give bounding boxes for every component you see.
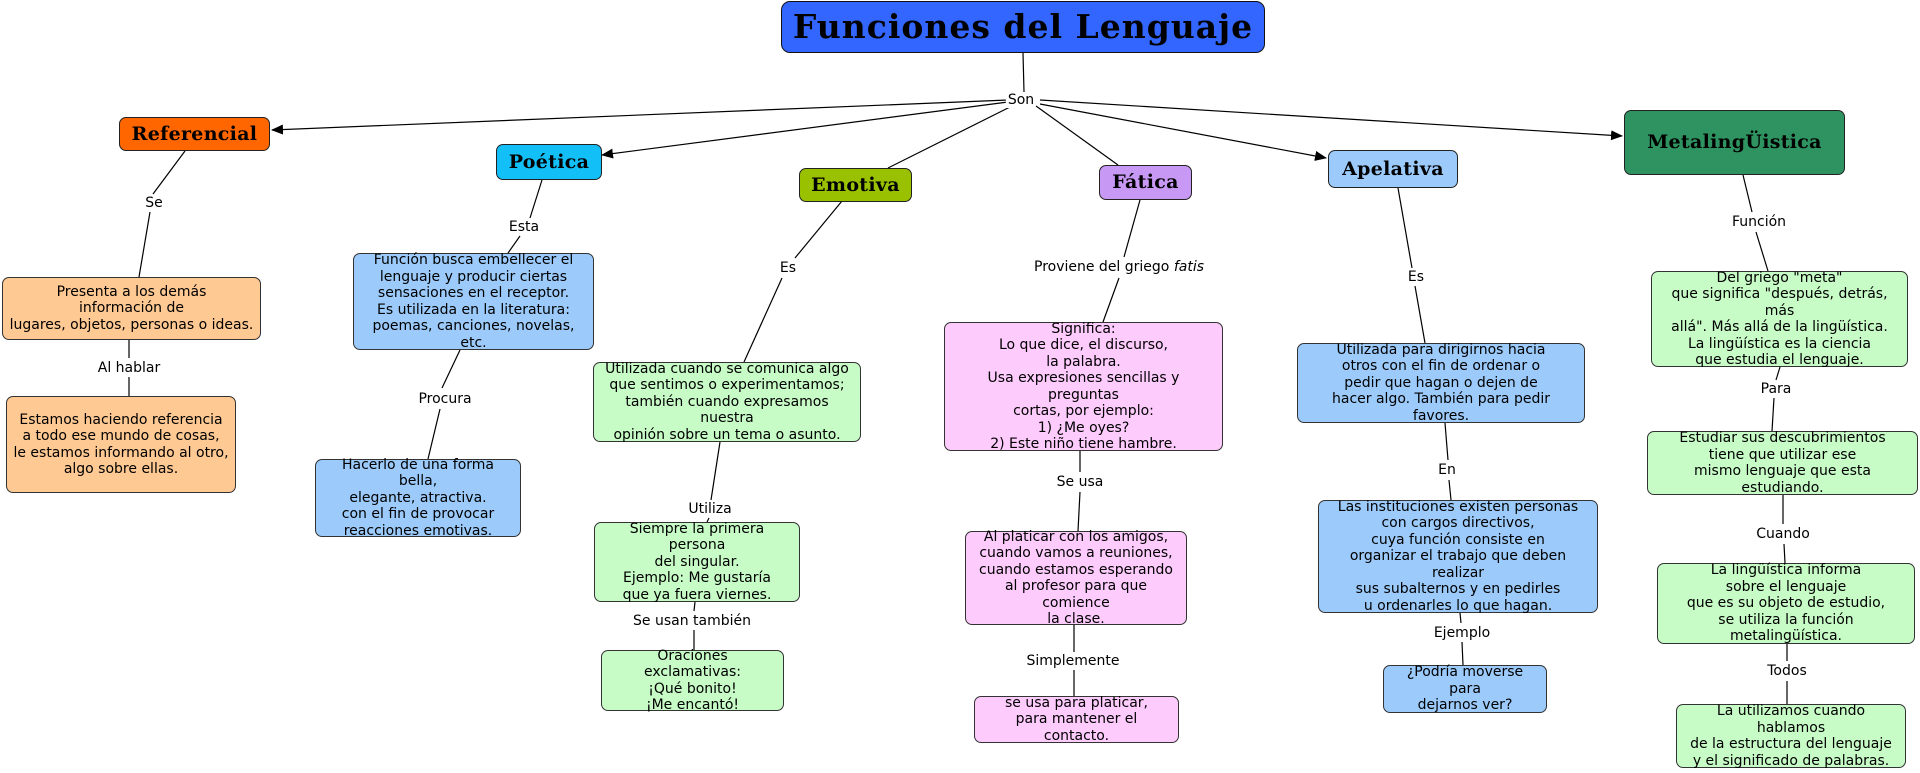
poetica-box-2: Hacerlo de una forma bella, elegante, at… xyxy=(315,457,521,539)
head-metalinguistica: MetalingÜistica xyxy=(1624,110,1845,175)
apelativa-box-3: ¿Podría moverse para dejarnos ver? xyxy=(1383,664,1547,713)
head-poetica: Poética xyxy=(496,144,602,180)
apelativa-link-3: Ejemplo xyxy=(1431,625,1493,641)
referencial-link-1: Se xyxy=(143,195,165,211)
root-link-label: Son xyxy=(1005,92,1037,108)
metalinguistica-link-4: Todos xyxy=(1765,663,1809,679)
metalinguistica-box-1: Del griego "meta" que significa "después… xyxy=(1651,270,1908,368)
metalinguistica-link-3: Cuando xyxy=(1754,526,1812,542)
fatica-box-1: Significa: Lo que dice, el discurso, la … xyxy=(944,321,1223,452)
emotiva-link-3: Se usan también xyxy=(631,613,753,629)
poetica-link-2: Procura xyxy=(416,391,474,407)
metalinguistica-box-2: Estudiar sus descubrimientos tiene que u… xyxy=(1647,430,1918,496)
fatica-box-2: Al platicar con los amigos, cuando vamos… xyxy=(965,529,1187,627)
apelativa-link-2: En xyxy=(1436,462,1458,478)
fatica-link-1-italic: fatis xyxy=(1173,259,1205,275)
referencial-box-2: Estamos haciendo referencia a todo ese m… xyxy=(6,396,236,493)
metalinguistica-box-3: La lingüística informa sobre el lenguaje… xyxy=(1657,562,1915,644)
emotiva-box-1: Utilizada cuando se comunica algo que se… xyxy=(593,361,861,443)
emotiva-link-1: Es xyxy=(777,260,799,276)
fatica-link-2: Se usa xyxy=(1054,474,1106,490)
metalinguistica-link-2: Para xyxy=(1758,381,1794,397)
map-title: Funciones del Lenguaje xyxy=(781,1,1265,53)
apelativa-link-1: Es xyxy=(1405,269,1427,285)
head-referencial: Referencial xyxy=(119,117,270,151)
metalinguistica-box-4: La utilizamos cuando hablamos de la estr… xyxy=(1676,703,1906,769)
apelativa-box-1: Utilizada para dirigirnos hacia otros co… xyxy=(1297,342,1585,424)
referencial-box-1: Presenta a los demás información de luga… xyxy=(2,277,261,340)
emotiva-box-3: Oraciones exclamativas: ¡Qué bonito! ¡Me… xyxy=(601,648,784,713)
fatica-box-3: se usa para platicar, para mantener el c… xyxy=(974,695,1179,744)
apelativa-box-2: Las instituciones existen personas con c… xyxy=(1318,499,1598,614)
head-apelativa: Apelativa xyxy=(1328,150,1458,188)
fatica-link-3: Simplemente xyxy=(1024,653,1122,669)
head-fatica: Fática xyxy=(1099,165,1192,200)
poetica-box-1: Función busca embellecer el lenguaje y p… xyxy=(353,252,594,351)
poetica-link-1: Esta xyxy=(506,219,542,235)
fatica-link-1: Proviene del griego fatis xyxy=(1031,259,1207,275)
referencial-link-2: Al hablar xyxy=(95,360,163,376)
emotiva-link-2: Utiliza xyxy=(686,501,734,517)
fatica-link-1-text: Proviene del griego xyxy=(1033,259,1170,275)
emotiva-box-2: Siempre la primera persona del singular.… xyxy=(594,521,800,603)
metalinguistica-link-1: Función xyxy=(1729,214,1789,230)
head-emotiva: Emotiva xyxy=(799,168,912,202)
